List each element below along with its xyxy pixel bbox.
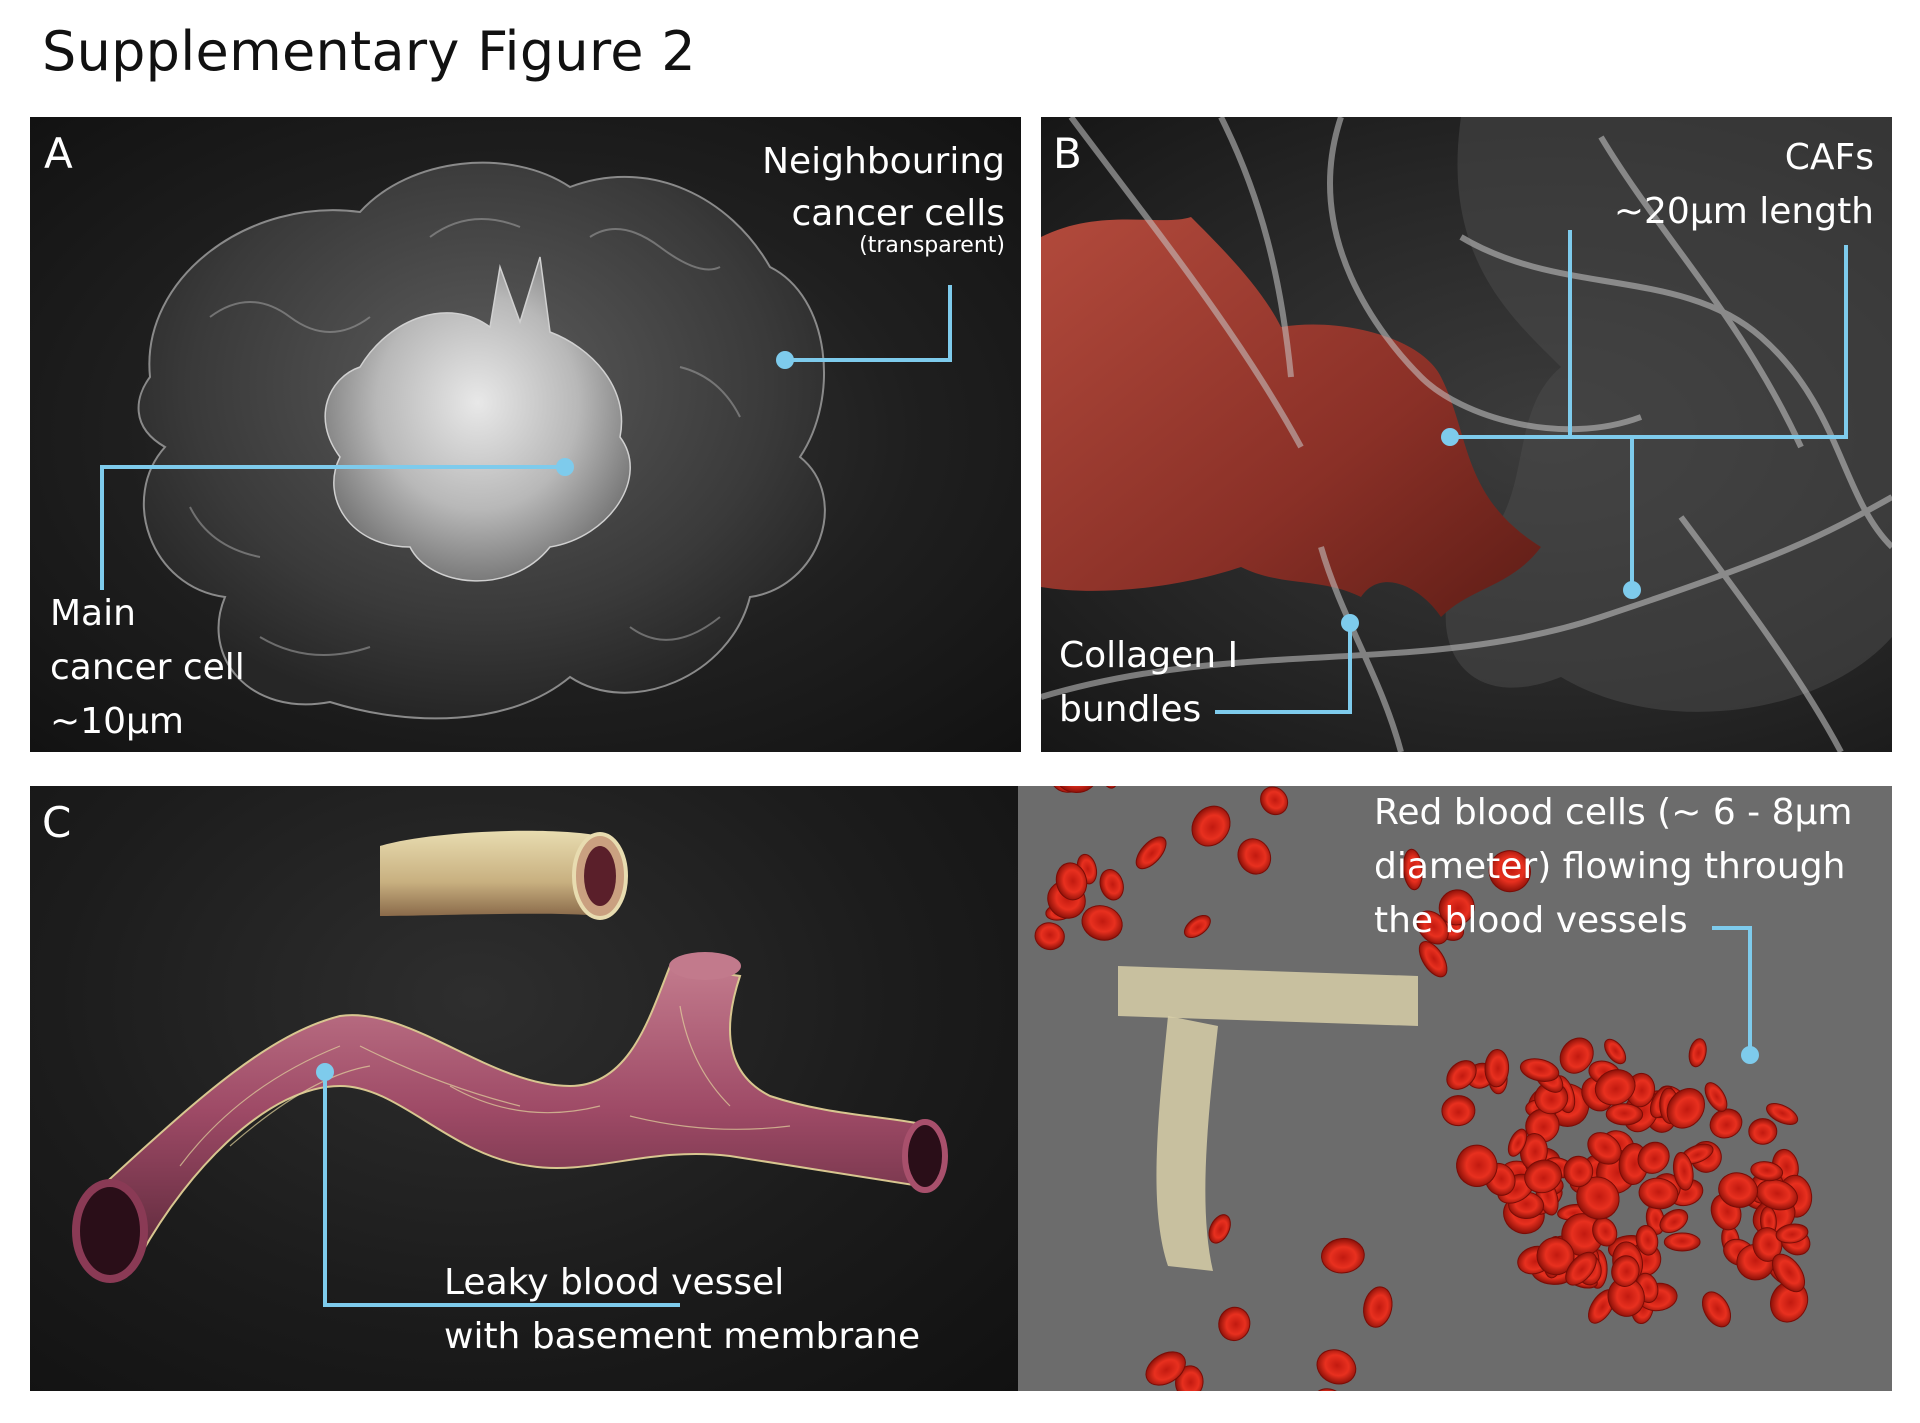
red-blood-cell	[1208, 1214, 1231, 1244]
red-blood-cell	[1604, 1038, 1627, 1065]
red-blood-cell	[1611, 1255, 1640, 1287]
red-blood-cells-render	[1034, 786, 1813, 1391]
red-blood-cell	[1311, 1388, 1344, 1391]
transparent-note: (transparent)	[859, 233, 1005, 258]
red-blood-cell	[1456, 1144, 1498, 1187]
neighbouring-cells-label: Neighbouring cancer cells (transparent)	[762, 141, 1005, 258]
red-blood-cell	[1321, 1237, 1365, 1274]
red-blood-cell	[1099, 868, 1124, 901]
red-blood-cell	[1587, 1132, 1622, 1165]
red-blood-cell	[1748, 1118, 1778, 1145]
panel-letter-c: C	[42, 798, 72, 847]
red-blood-cell	[1771, 1253, 1806, 1293]
red-blood-cell	[1145, 1351, 1186, 1386]
panel-c-vessel: C Leaky blood vessel with basement membr…	[30, 786, 1018, 1391]
red-blood-cell	[1135, 836, 1167, 870]
collagen-label: Collagen I bundles	[1059, 635, 1239, 730]
red-blood-cell	[1565, 1251, 1597, 1286]
red-blood-cell	[1638, 1177, 1679, 1210]
red-blood-cell	[1659, 1208, 1689, 1234]
red-blood-cell	[1718, 1172, 1759, 1208]
red-blood-cell	[1055, 786, 1098, 794]
red-blood-cell	[1559, 1037, 1594, 1074]
red-blood-cell	[1594, 1069, 1636, 1106]
red-blood-cell	[1775, 1223, 1809, 1244]
panel-a: A Neighbouring cancer cells (transparent…	[30, 117, 1021, 752]
main-cancer-cell-label: Main cancer cell ~10μm	[50, 593, 245, 742]
red-blood-cell	[1191, 805, 1231, 847]
red-blood-cell	[1688, 1038, 1707, 1068]
red-blood-cell	[1488, 850, 1531, 893]
panel-letter-a: A	[44, 129, 73, 178]
panel-letter-b: B	[1053, 129, 1082, 178]
red-blood-cell	[1438, 889, 1475, 926]
red-blood-cell	[1416, 910, 1449, 945]
red-blood-cell	[1663, 1232, 1701, 1252]
leaky-vessel-label: Leaky blood vessel with basement membran…	[444, 1262, 921, 1357]
red-blood-cell	[1605, 1103, 1644, 1126]
red-blood-cell	[1484, 1049, 1510, 1088]
panel-c-rbc: Red blood cells (~ 6 - 8μm diameter) flo…	[1018, 786, 1892, 1391]
red-blood-cell	[1081, 905, 1123, 941]
red-blood-cell	[1363, 1286, 1393, 1328]
floating-vessel-segment	[380, 830, 628, 920]
red-blood-cell	[1766, 1103, 1799, 1125]
red-blood-cell	[1402, 848, 1423, 891]
red-blood-cell	[1055, 862, 1088, 901]
red-blood-cell	[1183, 914, 1211, 939]
figure-title: Supplementary Figure 2	[42, 20, 696, 83]
red-blood-cell	[1316, 1349, 1357, 1385]
red-blood-cell	[1441, 1095, 1476, 1127]
caf-cell	[1041, 217, 1541, 617]
red-blood-cells-label: Red blood cells (~ 6 - 8μm diameter) flo…	[1374, 792, 1853, 941]
red-blood-cell	[1637, 1141, 1670, 1174]
red-blood-cell	[1034, 922, 1065, 951]
red-blood-cell	[1701, 1291, 1732, 1328]
leaky-vessel	[72, 952, 948, 1283]
red-blood-cell	[1752, 1227, 1783, 1262]
red-blood-cell	[1519, 1058, 1560, 1082]
red-blood-cell	[1418, 941, 1448, 978]
red-blood-cell	[1237, 838, 1272, 875]
red-blood-cell	[1704, 1082, 1728, 1112]
red-blood-cell	[1750, 1161, 1784, 1182]
red-blood-cell	[1524, 1159, 1562, 1194]
red-blood-cell	[1672, 1151, 1694, 1191]
cafs-label: CAFs ~20μm length	[1613, 137, 1874, 232]
red-blood-cell	[1507, 1128, 1528, 1157]
vessel-segments	[1118, 966, 1418, 1271]
panel-b: B CAFs ~20μm length Collagen I bundles	[1041, 117, 1892, 752]
red-blood-cell	[1446, 1060, 1477, 1090]
red-blood-cell	[1260, 786, 1289, 816]
red-blood-cell	[1666, 1088, 1706, 1129]
red-blood-cell	[1635, 1225, 1659, 1256]
red-blood-cell	[1098, 786, 1118, 789]
red-blood-cells	[1034, 786, 1813, 1391]
red-blood-cell	[1175, 1365, 1204, 1391]
red-blood-cell	[1218, 1306, 1251, 1342]
red-blood-cell	[1563, 1155, 1594, 1188]
